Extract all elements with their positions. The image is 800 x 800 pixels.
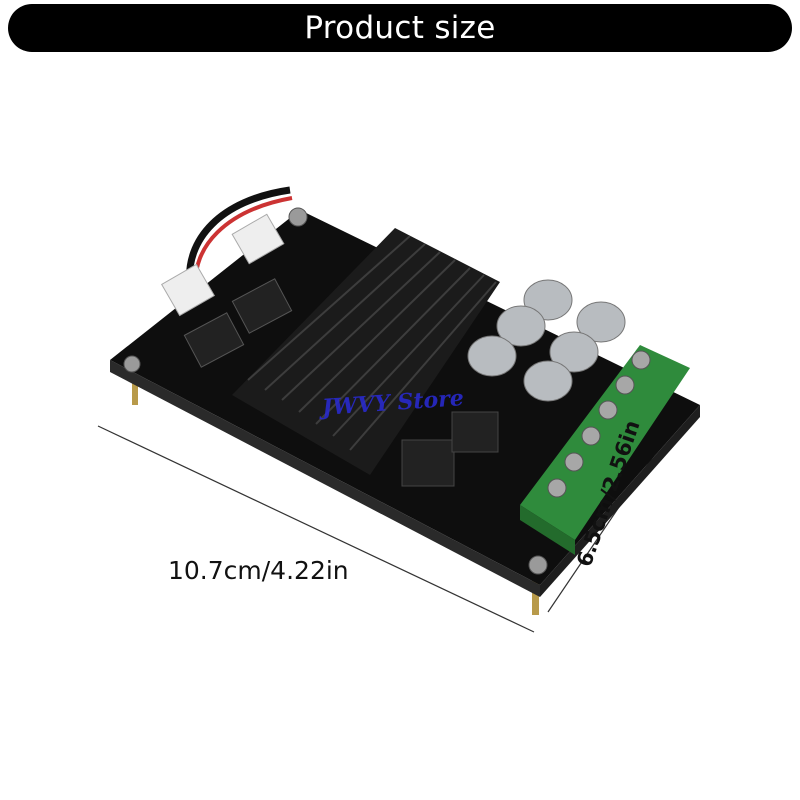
heatsink [232,228,500,475]
terminal-screw-icon [564,452,584,472]
capacitor [467,335,517,377]
terminal-screw-icon [547,478,567,498]
capacitor [523,360,573,402]
inductor [451,411,499,453]
chip-socket [231,278,293,334]
screw-icon [123,355,141,373]
inductor [401,439,455,487]
width-dimension-line [97,425,535,633]
terminal-screw-icon [615,375,635,395]
heatsink-fins [247,235,497,451]
standoff-leg [132,375,138,405]
signal-connector [231,213,285,265]
screw-icon [528,555,548,575]
capacitor-group [467,279,626,402]
screw-icon [288,207,308,227]
capacitor [496,305,546,347]
chip-socket [183,312,245,368]
terminal-screw-icon [598,400,618,420]
page-title: Product size [304,10,496,46]
standoff-leg [532,575,539,615]
capacitor [549,331,599,373]
title-banner: Product size [8,4,792,52]
terminal-blocks [520,345,690,555]
capacitor [576,301,626,343]
terminal-screw-icon [631,350,651,370]
terminal-screw-icon [581,426,601,446]
pcb-edge [110,360,540,597]
width-dimension-label: 10.7cm/4.22in [168,556,349,585]
power-connector [160,263,216,317]
